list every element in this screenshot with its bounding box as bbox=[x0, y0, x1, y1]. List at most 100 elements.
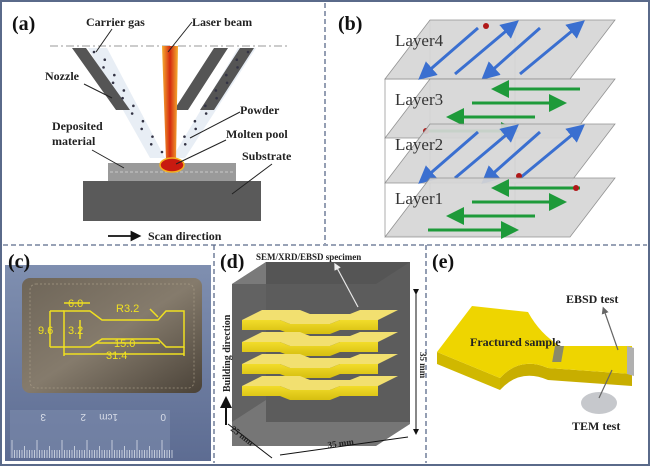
ruler-numbers: 3 2 1cm 0 bbox=[40, 411, 166, 422]
nozzle-left-outer bbox=[72, 48, 130, 110]
layer-label: Layer2 bbox=[395, 135, 443, 154]
ruler-num-1cm: 1cm bbox=[99, 411, 118, 422]
start-point bbox=[573, 185, 579, 191]
dim-width-label: 35 mm bbox=[327, 436, 355, 450]
dim-r3-2: R3.2 bbox=[116, 303, 139, 315]
molten-pool bbox=[159, 157, 185, 173]
powder-particle bbox=[102, 66, 105, 69]
panel-a-label: (a) bbox=[12, 13, 35, 35]
width-dim-line bbox=[279, 436, 409, 456]
deposited-label-1: Deposited bbox=[52, 119, 103, 133]
fractured-sample-side bbox=[437, 352, 500, 390]
ruler: 3 2 1cm 0 bbox=[10, 410, 173, 458]
carrier-gas-leader bbox=[95, 28, 113, 53]
powder-particle bbox=[160, 150, 164, 154]
scan-arrow bbox=[519, 20, 585, 76]
powder-particle bbox=[121, 96, 124, 100]
r-leader bbox=[149, 308, 159, 318]
tem-leader bbox=[598, 369, 613, 399]
powder-stream-left bbox=[88, 48, 165, 158]
powder-particle bbox=[113, 73, 116, 77]
building-direction-label: Building direction bbox=[222, 314, 233, 392]
specimen-front bbox=[242, 320, 378, 334]
powder-particle bbox=[141, 119, 145, 123]
powder-particle bbox=[149, 143, 153, 146]
ruler-ticks bbox=[11, 440, 173, 458]
laser-beam bbox=[162, 46, 178, 160]
specimen-leader bbox=[334, 262, 359, 308]
powder-particle bbox=[193, 119, 197, 123]
fractured-sample-side-2 bbox=[500, 363, 632, 390]
panel-a: (a) Carrier gas Laser beam Nozzle Powder… bbox=[12, 13, 292, 243]
panel-d: (d) SEM/XRD/EBSD specimen 35 mm 35 mm 25… bbox=[220, 251, 428, 459]
specimen-label: SEM/XRD/EBSD specimen bbox=[256, 252, 361, 262]
molten-pool-label: Molten pool bbox=[226, 127, 288, 141]
powder-particle bbox=[215, 96, 218, 100]
ruler-num-2: 2 bbox=[80, 411, 86, 422]
printed-block bbox=[22, 278, 202, 393]
nozzle-right-inner bbox=[174, 48, 228, 110]
powder-particle bbox=[111, 81, 115, 85]
powder-particle bbox=[214, 89, 218, 92]
powder-particle bbox=[183, 143, 187, 146]
depth-dim-line bbox=[227, 423, 273, 459]
deposited-leader bbox=[91, 149, 125, 169]
specimen-top bbox=[242, 332, 398, 346]
nozzle-leader bbox=[83, 83, 113, 99]
block-top-texture bbox=[29, 283, 195, 389]
powder-particle bbox=[183, 135, 186, 138]
powder-particle bbox=[235, 58, 239, 61]
molten-pool-leader bbox=[175, 139, 227, 165]
scan-arrow bbox=[454, 124, 519, 180]
panel-e-label: (e) bbox=[432, 251, 454, 273]
powder-leader bbox=[189, 111, 241, 139]
specimen-outline bbox=[49, 302, 185, 356]
layer-label: Layer4 bbox=[395, 31, 444, 50]
fractured-sample-label: Fractured sample bbox=[470, 335, 561, 349]
specimen-top bbox=[242, 310, 398, 324]
powder-particle bbox=[246, 50, 250, 54]
powder-particle bbox=[122, 89, 126, 92]
carrier-gas-label: Carrier gas bbox=[86, 15, 145, 29]
substrate-leader bbox=[231, 163, 273, 195]
panel-d-label: (d) bbox=[220, 251, 244, 273]
scan-arrow bbox=[519, 124, 585, 180]
powder-particle bbox=[103, 58, 107, 61]
scan-arrow bbox=[418, 26, 479, 80]
layer-label: Layer1 bbox=[395, 189, 443, 208]
powder-particle bbox=[151, 135, 154, 138]
panel-e: (e) Fractured sample EBSD test TEM test bbox=[432, 251, 634, 433]
powder-particle bbox=[236, 66, 239, 69]
scan-arrow bbox=[481, 26, 541, 80]
start-point bbox=[516, 173, 522, 179]
tem-disk bbox=[581, 392, 617, 414]
fractured-sample bbox=[437, 306, 632, 378]
specimen-front bbox=[242, 342, 378, 356]
powder-particle bbox=[132, 104, 135, 108]
powder-particle bbox=[92, 50, 96, 54]
dim-15-0: 15.0 bbox=[114, 338, 135, 350]
laser-beam-leader bbox=[167, 21, 193, 53]
tem-test-label: TEM test bbox=[572, 419, 620, 433]
powder-label: Powder bbox=[240, 103, 280, 117]
dim-31-4: 31.4 bbox=[106, 350, 127, 362]
scan-arrow bbox=[481, 130, 541, 184]
panel-c: (c) 6.0 R3.2 9.6 3.2 15.0 31.4 3 2 bbox=[5, 251, 211, 461]
specimen-stack bbox=[242, 310, 398, 400]
powder-particle bbox=[225, 81, 229, 85]
dim-height-label: 35 mm bbox=[418, 352, 428, 379]
deposited-label-2: material bbox=[52, 134, 96, 148]
laser-beam-label: Laser beam bbox=[192, 15, 252, 29]
scan-arrow bbox=[454, 20, 519, 76]
powder-particle bbox=[204, 112, 208, 115]
panel-c-label: (c) bbox=[8, 251, 30, 273]
powder-particle bbox=[140, 127, 143, 131]
powder-particles bbox=[92, 50, 250, 154]
dim-3-2: 3.2 bbox=[68, 325, 83, 337]
scan-direction-label: Scan direction bbox=[148, 229, 222, 243]
powder-particle bbox=[225, 73, 228, 77]
